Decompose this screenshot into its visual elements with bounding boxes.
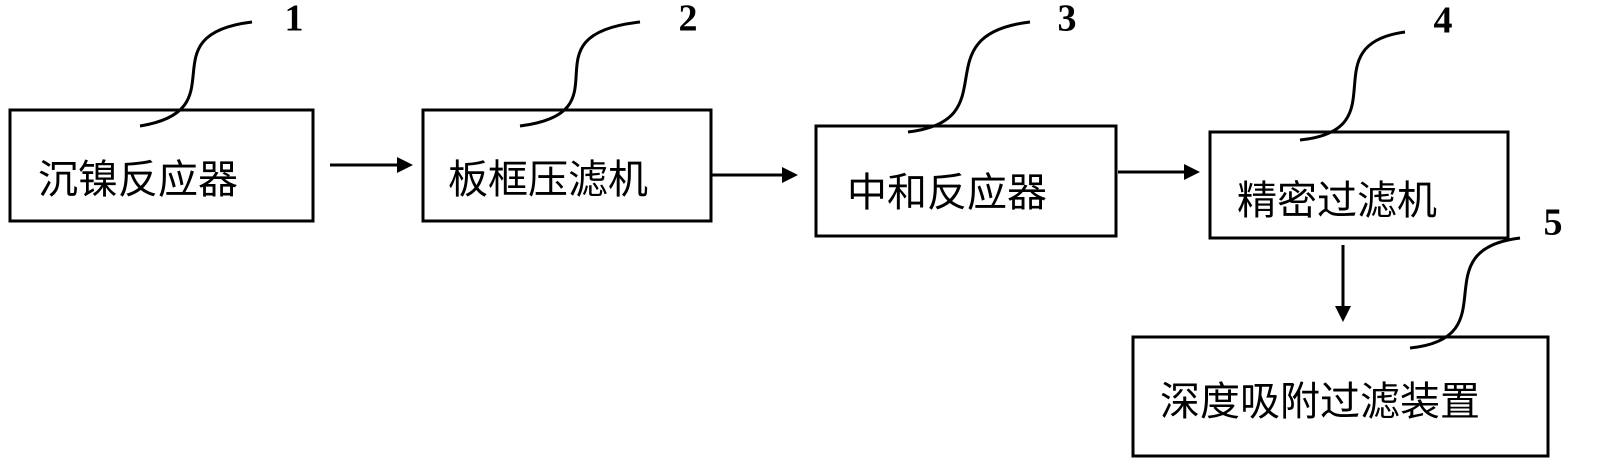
node-1-number: 1 — [285, 0, 304, 40]
node-5-label: 深度吸附过滤装置 — [1160, 379, 1480, 425]
arrow-4-to-5 — [1335, 245, 1351, 322]
node-3-box: 中和反应器 — [814, 124, 1118, 238]
node-4-number: 4 — [1434, 0, 1453, 42]
node-3-number: 3 — [1058, 0, 1077, 40]
leader-line-2 — [519, 20, 641, 128]
node-2-number: 2 — [679, 0, 698, 40]
node-4-box: 精密过滤机 — [1208, 130, 1510, 240]
leader-line-1 — [139, 20, 253, 128]
arrow-2-to-3 — [712, 167, 798, 183]
arrow-1-to-2 — [330, 157, 413, 173]
arrow-3-to-4 — [1118, 164, 1200, 180]
node-1-box: 沉镍反应器 — [8, 108, 315, 223]
node-2-box: 板框压滤机 — [421, 108, 713, 223]
node-5-number: 5 — [1544, 202, 1563, 244]
leader-line-5 — [1409, 236, 1521, 350]
leader-line-4 — [1299, 30, 1406, 142]
node-1-label: 沉镍反应器 — [38, 157, 238, 203]
node-3-label: 中和反应器 — [847, 170, 1047, 216]
node-5-box: 深度吸附过滤装置 — [1131, 335, 1550, 458]
node-4-label: 精密过滤机 — [1237, 178, 1437, 224]
node-2-label: 板框压滤机 — [448, 157, 648, 203]
leader-line-3 — [907, 20, 1031, 134]
